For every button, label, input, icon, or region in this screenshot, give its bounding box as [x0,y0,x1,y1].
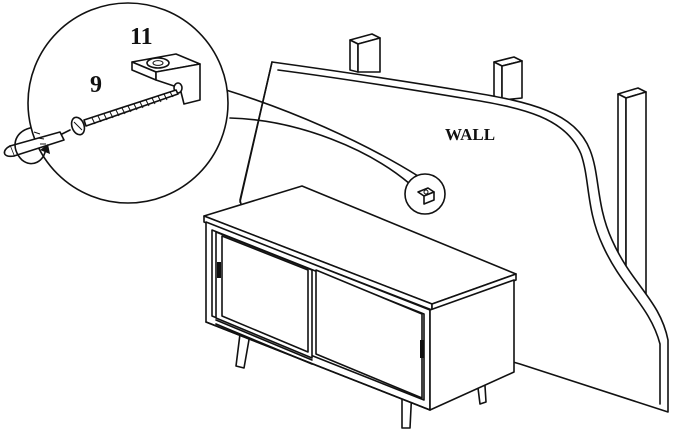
bracket-part-number: 11 [130,24,153,50]
screwdriver-icon [3,129,71,158]
door-handle-right [420,340,424,358]
bracket-location-callout [404,173,446,215]
sideboard-cabinet [203,185,517,429]
wall-label: WALL [445,125,495,144]
sliding-door-right [315,269,424,399]
bracket-icon [131,53,201,105]
screw-part-number: 9 [90,72,102,98]
wall-stud-left [349,33,381,73]
callout-leader-lines [225,89,419,185]
wall-studs [349,33,647,301]
bracket-icon [417,187,435,205]
sliding-door-left [215,231,313,365]
screw-icon [70,89,179,136]
zoom-detail-circle [3,2,229,204]
rotation-arrow-icon [14,127,50,165]
door-handle-left [217,262,221,278]
wall-panel [239,61,669,413]
wall-stud-middle [493,56,523,101]
